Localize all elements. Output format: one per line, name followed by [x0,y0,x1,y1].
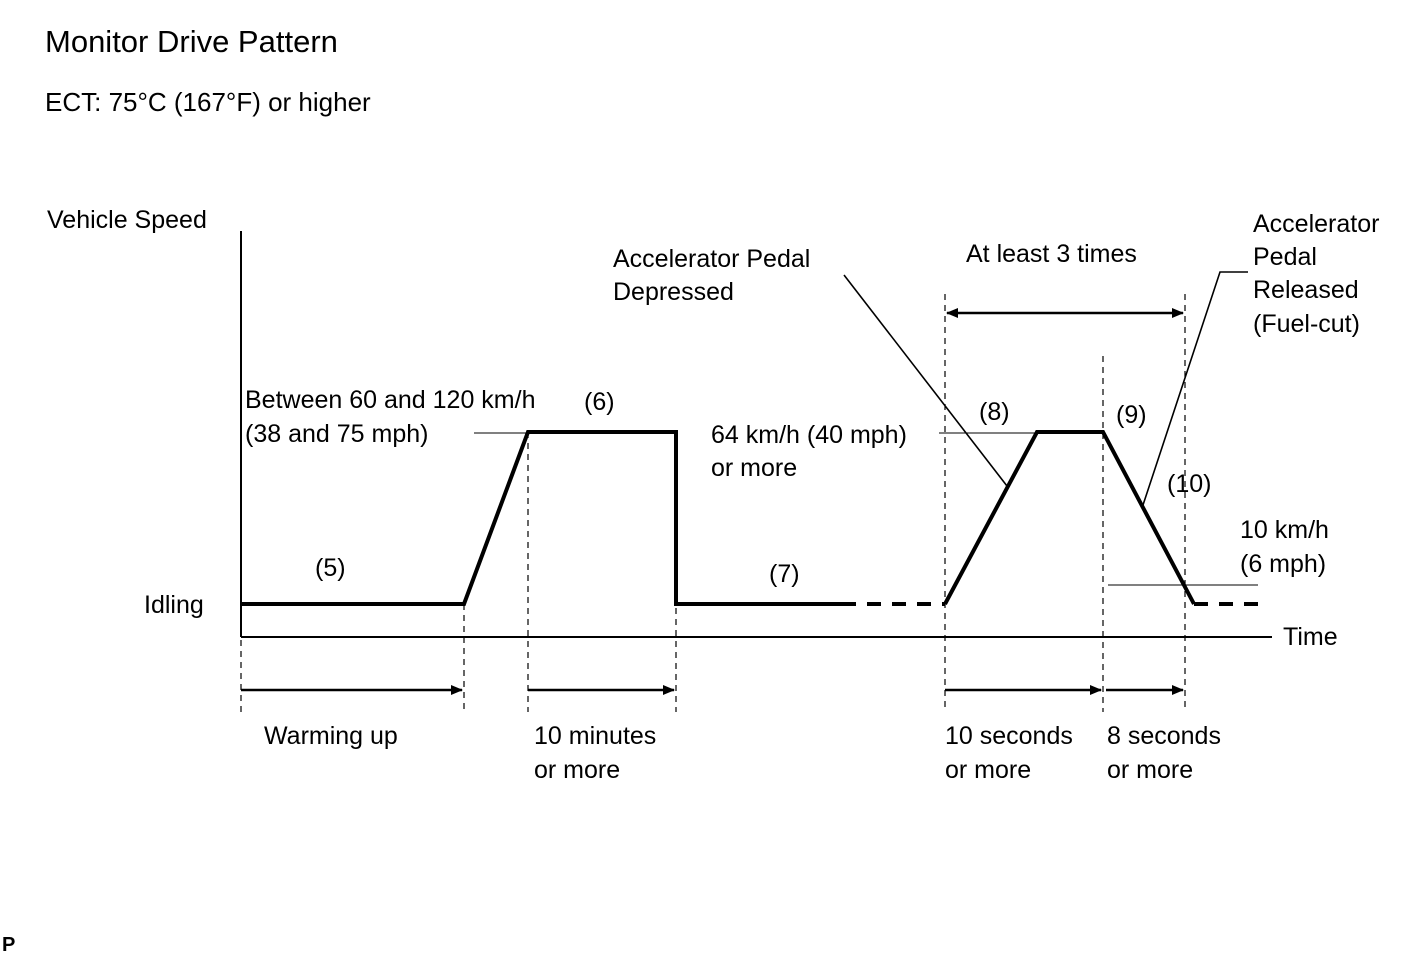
pedal-released-label-line4: (Fuel-cut) [1253,310,1360,338]
pedal-depressed-label-line2: Depressed [613,278,734,306]
pedal-released-leader [1142,271,1248,506]
step-9-label: (9) [1116,401,1147,429]
low-speed-label-line1: 10 km/h [1240,516,1329,544]
step-7-label: (7) [769,560,800,588]
ten-minutes-label-line1: 10 minutes [534,722,656,750]
time-guides [240,294,1186,712]
step-6-label: (6) [584,388,615,416]
speed-profile-accel-decel [943,430,1196,605]
eight-seconds-label-line1: 8 seconds [1107,722,1221,750]
warmup-label: Warming up [264,722,398,750]
min-speed-label-line1: 64 km/h (40 mph) [711,421,907,449]
x-axis-label: Time [1283,623,1338,651]
pedal-released-label-line3: Released [1253,276,1359,304]
condition-text: ECT: 75°C (167°F) or higher [45,87,371,117]
corner-mark: P [2,934,15,956]
pedal-depressed-leader [843,274,1008,487]
pedal-released-label-line1: Accelerator [1253,210,1379,238]
pedal-released-label-line2: Pedal [1253,243,1317,271]
idling-label: Idling [144,591,204,619]
ten-seconds-label-line1: 10 seconds [945,722,1073,750]
low-speed-label-line2: (6 mph) [1240,550,1326,578]
speed-range-label-line1: Between 60 and 120 km/h [245,386,535,414]
repeat-label: At least 3 times [966,240,1137,268]
ten-minutes-label-line2: or more [534,756,620,784]
pedal-depressed-label-line1: Accelerator Pedal [613,245,810,273]
ten-seconds-label-line2: or more [945,756,1031,784]
speed-range-label-line2: (38 and 75 mph) [245,420,428,448]
step-8-label: (8) [979,398,1010,426]
min-speed-label-line2: or more [711,454,797,482]
step-10-label: (10) [1167,470,1211,498]
step-5-label: (5) [315,554,346,582]
speed-profile-main [241,430,842,606]
y-axis-label: Vehicle Speed [47,206,207,234]
page-title: Monitor Drive Pattern [45,24,338,59]
eight-seconds-label-line2: or more [1107,756,1193,784]
